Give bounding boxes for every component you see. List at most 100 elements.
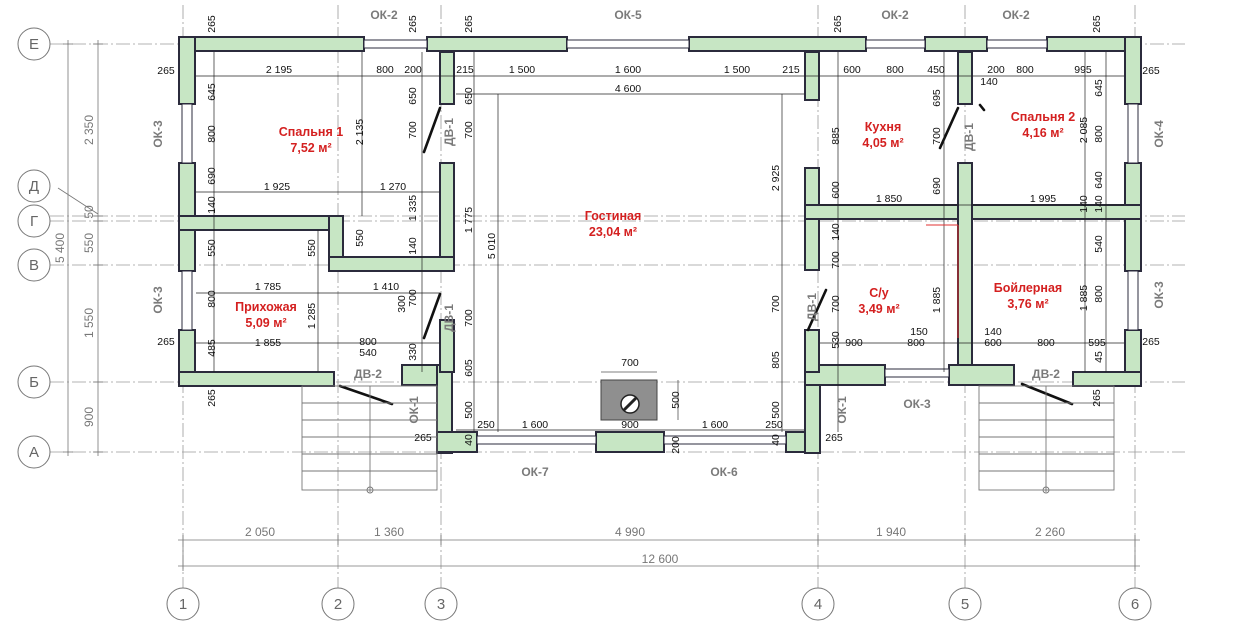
dim-text: 1 410 [373,281,399,293]
dim-bottom-total: 12 600 [642,552,679,566]
dim-text: 485 [206,339,218,357]
dim-text: 2 135 [354,119,366,145]
dim-text: 700 [407,289,419,307]
dim-text: 800 [907,337,925,349]
dim-text: 2 195 [266,64,292,76]
axis-col-1: 1 [179,596,187,613]
dim-text: 605 [463,359,475,377]
axis-col-6: 6 [1131,596,1139,613]
room-name-bedroom1: Спальня 1 [279,125,343,139]
dim-text: 550 [206,239,218,257]
dim-text: 40 [770,434,782,446]
label-ok3-left-bottom: ОК-3 [151,286,165,314]
dim-text: 140 [1078,195,1090,213]
dim-text: 1 600 [702,419,728,431]
dim-text: 690 [931,177,943,195]
dim-text: 800 [206,125,218,143]
dim-e-d: 2 350 [82,115,96,145]
dim-text: 1 500 [724,64,750,76]
dim-text: 1 500 [509,64,535,76]
dim-v-b: 1 550 [82,308,96,338]
dim-text: 800 [376,64,394,76]
dim-text: 265 [832,15,844,33]
dim-text: 265 [1091,15,1103,33]
axis-col-5: 5 [961,596,969,613]
dim-text: 330 [407,343,419,361]
dim-text: 200 [404,64,422,76]
dim-text: 700 [770,295,782,313]
room-area-boiler: 3,76 м² [1007,297,1048,311]
dim-text: 140 [980,76,998,88]
bottom-dimension-lines [178,535,1140,571]
label-dv1-a: ДВ-1 [442,118,456,146]
dim-text: 800 [359,336,377,348]
dim-text: 995 [1074,64,1092,76]
axis-col-3: 3 [437,596,445,613]
dim-text: 45 [1093,351,1105,363]
dim-text: 650 [407,87,419,105]
dim-text: 700 [407,121,419,139]
dim-text: 1 995 [1030,193,1056,205]
dim-text: 1 885 [931,287,943,313]
dim-text: 150 [910,326,928,338]
dim-text: 1 850 [876,193,902,205]
axis-row-g: Г [30,213,38,230]
dim-text: 2 925 [770,165,782,191]
dim-text: 200 [987,64,1005,76]
dim-text: 1 885 [1078,285,1090,311]
dim-height-total: 5 400 [53,233,67,263]
dim-text: 645 [206,83,218,101]
dim-text: 265 [157,65,175,77]
dim-text: 265 [463,15,475,33]
dim-text: 900 [845,337,863,349]
room-area-bedroom1: 7,52 м² [290,141,331,155]
room-area-bedroom2: 4,16 м² [1022,126,1063,140]
label-ok2-c: ОК-2 [1002,8,1030,22]
dim-text: 700 [830,251,842,269]
dim-text: 690 [206,167,218,185]
dim-text: 4 600 [615,83,641,95]
dim-text: 450 [927,64,945,76]
axis-row-e: Е [29,36,39,53]
dim-text: 800 [206,290,218,308]
dim-text: 700 [931,127,943,145]
dim-text: 215 [782,64,800,76]
dim-text: 595 [1088,337,1106,349]
dim-text: 265 [206,389,218,407]
dim-text: 140 [206,196,218,214]
dim-text: 1 855 [255,337,281,349]
label-ok3-left-top: ОК-3 [151,120,165,148]
dim-text: 140 [407,237,419,255]
dim-text: 265 [1142,336,1160,348]
dim-text: 1 335 [407,195,419,221]
axis-row-a: А [29,444,39,461]
dim-text: 650 [463,87,475,105]
dim-text: 800 [1037,337,1055,349]
left-dimension-lines [57,40,103,456]
windows [181,39,1139,445]
dim-text: 1 785 [255,281,281,293]
label-dv2-right: ДВ-2 [1032,367,1060,381]
dim-text: 500 [463,401,475,419]
room-area-hallway: 5,09 м² [245,316,286,330]
dim-text: 640 [1093,171,1105,189]
axis-row-b: Б [29,374,39,391]
dim-text: 800 [1093,285,1105,303]
dim-text: 5 010 [486,233,498,259]
dim-text: 265 [1091,389,1103,407]
dim-bottom-4: 1 940 [876,525,906,539]
label-ok5: ОК-5 [614,8,642,22]
dim-text: 1 600 [522,419,548,431]
dim-bottom-3: 4 990 [615,525,645,539]
room-area-kitchen: 4,05 м² [862,136,903,150]
inner-dims-vertical: 265 265 265 265 265 265 265 645 800 690 … [206,15,1105,454]
row-axis-bubbles [17,27,51,469]
dim-text: 885 [830,127,842,145]
dim-text: 265 [407,15,419,33]
dim-text: 550 [354,229,366,247]
dim-text: 600 [984,337,1002,349]
label-ok2-a: ОК-2 [370,8,398,22]
room-name-wc: С/у [869,286,889,300]
dim-text: 645 [1093,79,1105,97]
dim-text: 600 [843,64,861,76]
